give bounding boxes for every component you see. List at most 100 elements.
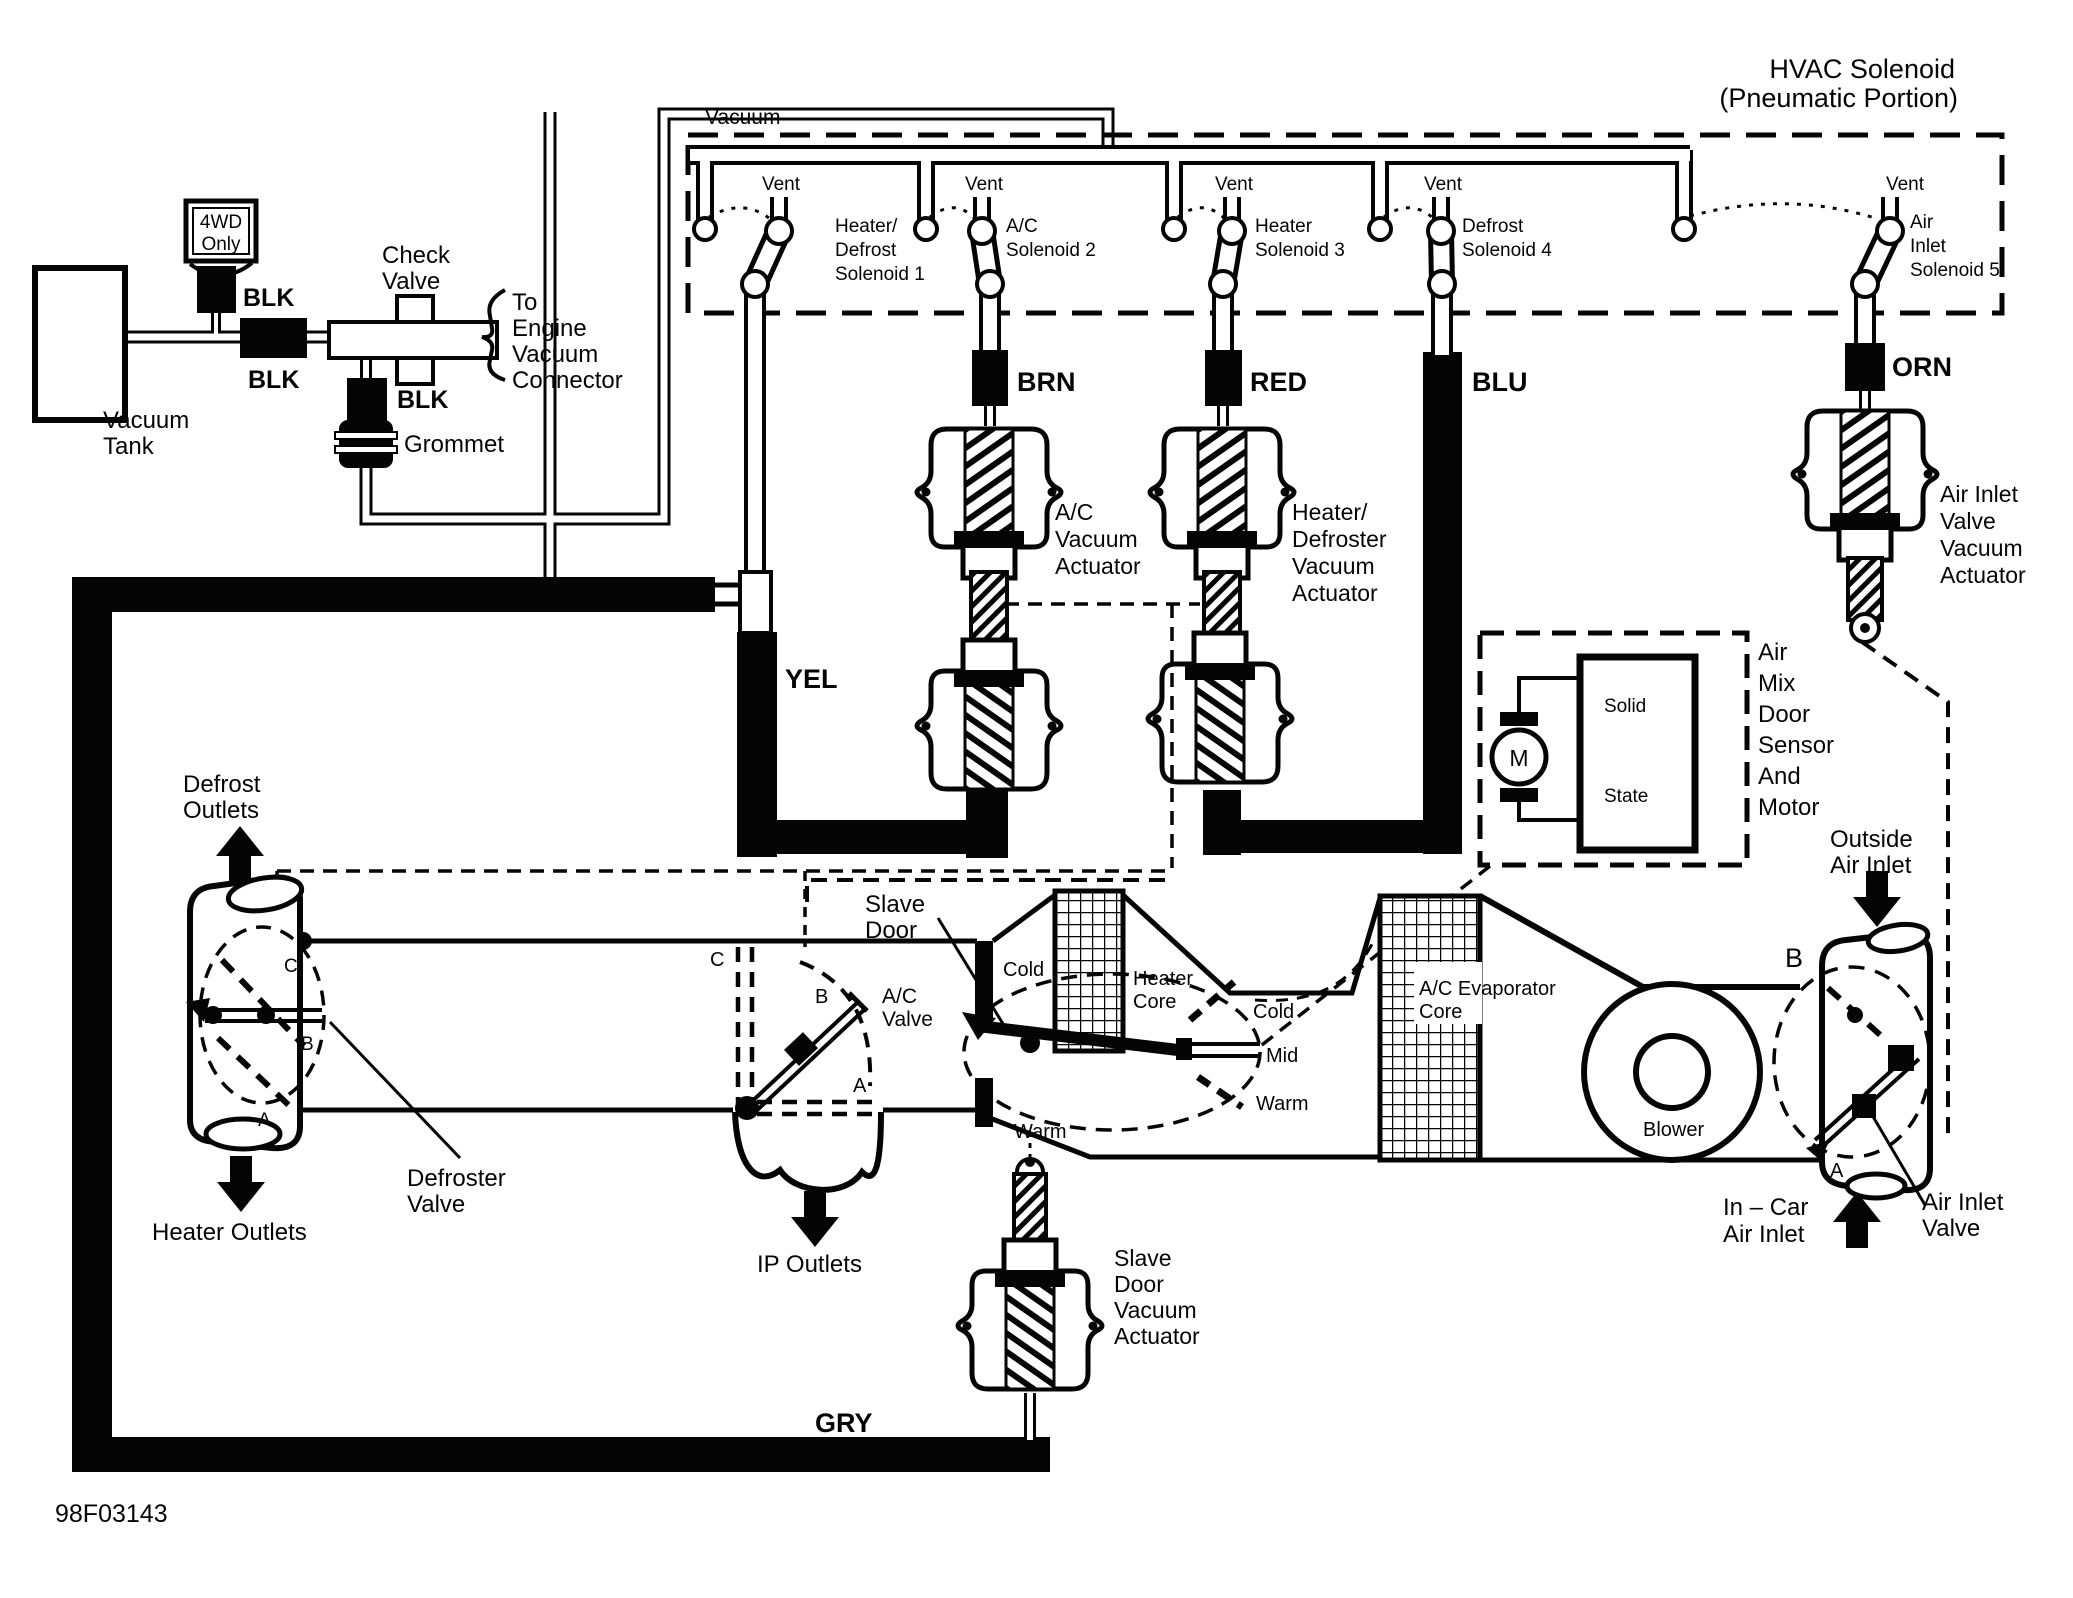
heater-defroster-actuator-assembly: [1148, 350, 1294, 782]
gry-label: GRY: [815, 1408, 873, 1438]
solenoid-3-heater: [1161, 197, 1247, 355]
vacuum-tank-line1: Vacuum: [103, 407, 189, 434]
grommet: [334, 420, 398, 468]
ac-valve-line2: Valve: [882, 1008, 933, 1031]
ac-vacuum-actuator-assembly: [917, 350, 1061, 789]
vacuum-rail-label: Vacuum: [705, 106, 780, 129]
hvac-solenoid-box: [685, 132, 2005, 316]
yel-wire-band: [737, 632, 1008, 858]
warm-left-label: Warm: [1014, 1121, 1067, 1143]
solenoid-3-name-line2: Solenoid 3: [1255, 240, 1345, 261]
outside-air-line1: Outside: [1830, 826, 1913, 853]
vacuum-tank: [32, 265, 128, 423]
red-connector: [1205, 350, 1242, 406]
defroster-valve-line1: Defroster: [407, 1165, 506, 1192]
orn-connector: [1845, 343, 1885, 391]
heater-core-line2: Core: [1133, 991, 1176, 1013]
hd-actuator-line2: Defroster: [1292, 526, 1387, 552]
vent-label-3: Vent: [1215, 174, 1254, 195]
vent-label-1: Vent: [762, 174, 801, 195]
air-mix-line6: Motor: [1758, 794, 1819, 821]
ip-outlets-label: IP Outlets: [757, 1251, 862, 1278]
solenoid-2-name-line2: Solenoid 2: [1006, 240, 1096, 261]
air-inlet-duct: [1772, 921, 1933, 1201]
mid-label: Mid: [1266, 1045, 1298, 1067]
solenoid-1-heater-defrost: [692, 197, 794, 580]
solenoid-5-air-inlet: [1671, 197, 1905, 348]
solenoid-2-ac: [913, 197, 1005, 355]
ac-valve-line1: A/C: [882, 985, 917, 1008]
solenoid-4-defrost: [1367, 197, 1457, 357]
ip-outlet-duct: [732, 1111, 884, 1193]
solenoid-2-name-line1: A/C: [1006, 216, 1038, 237]
text-layer: HVAC Solenoid (Pneumatic Portion) Vacuum…: [55, 54, 2026, 1528]
ac-actuator-line1: A/C: [1055, 499, 1093, 525]
solid-label: Solid: [1604, 696, 1646, 717]
blk-label-grommet: BLK: [397, 386, 448, 414]
to-engine-line3: Vacuum: [512, 341, 598, 368]
hd-actuator-line3: Vacuum: [1292, 553, 1375, 579]
defrost-outlets-line1: Defrost: [183, 771, 261, 798]
air-inlet-actuator-line3: Vacuum: [1940, 535, 2023, 561]
letter-c-center: C: [710, 949, 724, 971]
slave-door-actuator-assembly: [958, 1132, 1102, 1440]
letter-a-center: A: [853, 1075, 867, 1097]
blower-label: Blower: [1643, 1119, 1704, 1141]
slave-actuator-line2: Door: [1114, 1271, 1164, 1297]
ac-actuator-line2: Vacuum: [1055, 526, 1138, 552]
vent-label-5: Vent: [1886, 174, 1925, 195]
vent-label-4: Vent: [1424, 174, 1463, 195]
air-mix-door: [962, 972, 1262, 1132]
solenoid-5-name-line1: Air: [1910, 212, 1934, 233]
blower: [1581, 981, 1763, 1163]
air-inlet-actuator-line2: Valve: [1940, 508, 1996, 534]
slave-door-leader: [936, 917, 1010, 1033]
blk-connector-grommet: [347, 378, 387, 422]
slave-actuator-line1: Slave: [1114, 1245, 1172, 1271]
defrost-outlets-line2: Outlets: [183, 797, 259, 824]
blk-label-mid: BLK: [248, 366, 299, 394]
to-engine-line2: Engine: [512, 315, 587, 342]
slave-actuator-line3: Vacuum: [1114, 1297, 1197, 1323]
outside-air-line2: Air Inlet: [1830, 852, 1912, 879]
motor-m-label: M: [1509, 745, 1528, 771]
grommet-label: Grommet: [404, 431, 504, 458]
check-valve-line1: Check: [382, 242, 451, 269]
air-mix-line4: Sensor: [1758, 732, 1834, 759]
defrost-heater-outlet-duct: [186, 874, 326, 1152]
figure-code: 98F03143: [55, 1500, 168, 1528]
in-car-line1: In – Car: [1723, 1194, 1808, 1221]
air-inlet-valve-leader: [1866, 1107, 1927, 1206]
vacuum-tank-line2: Tank: [103, 433, 155, 460]
outside-air-arrow: [1853, 871, 1901, 927]
motor-icon: [1489, 727, 1549, 787]
letter-b-right: B: [1785, 943, 1803, 973]
letter-b-center: B: [815, 986, 828, 1008]
heater-core-line1: Heater: [1133, 968, 1193, 990]
solenoid-4-name-line1: Defrost: [1462, 216, 1524, 237]
air-inlet-actuator-line1: Air Inlet: [1940, 481, 2019, 507]
yel-label: YEL: [785, 664, 838, 694]
solenoid-4-name-line2: Solenoid 4: [1462, 240, 1552, 261]
hd-actuator-line4: Actuator: [1292, 580, 1378, 606]
blk-connector-mid: [240, 318, 307, 358]
defrost-outlets-arrow: [216, 826, 264, 882]
blk-label-top: BLK: [243, 284, 294, 312]
slave-door-line2: Door: [865, 917, 917, 944]
warm-right-label: Warm: [1256, 1093, 1309, 1115]
four-wd-only-box: [183, 198, 259, 278]
solenoid-1-name-line2: Defrost: [835, 240, 897, 261]
evaporator-line2: Core: [1419, 1001, 1462, 1023]
to-engine-line4: Connector: [512, 367, 623, 394]
yel-tee-junction: [713, 570, 773, 635]
to-engine-line1: To: [512, 289, 537, 316]
heater-outlets-label: Heater Outlets: [152, 1219, 307, 1246]
heater-outlets-arrow: [217, 1156, 265, 1212]
in-car-line2: Air Inlet: [1723, 1221, 1805, 1248]
vent-label-2: Vent: [965, 174, 1004, 195]
hvac-title-line2: (Pneumatic Portion): [1719, 83, 1958, 113]
heater-core: [1052, 888, 1126, 1054]
hvac-title-line1: HVAC Solenoid: [1769, 54, 1955, 84]
